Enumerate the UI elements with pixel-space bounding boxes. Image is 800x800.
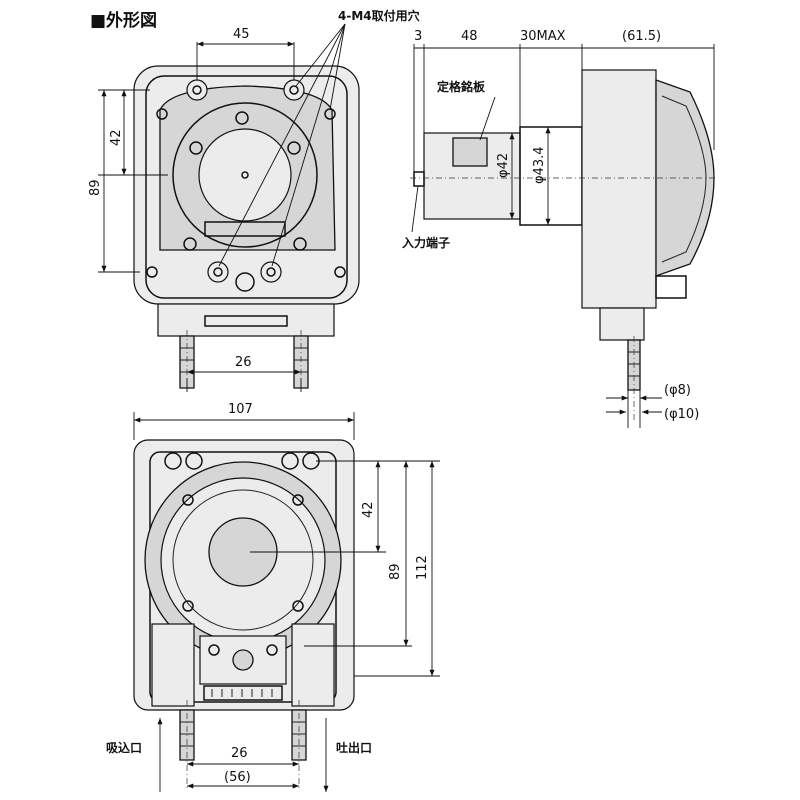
side-view	[410, 69, 716, 420]
dim-port-spacing-back: 26	[231, 746, 248, 761]
back-view-dimensions: 107 42 89 112 26 (56) 吸込口 吐出口	[106, 402, 440, 792]
dim-height-89-back: 89	[388, 563, 403, 580]
dim-height-112: 112	[415, 555, 430, 580]
front-view-dimensions: 45 89 42 26 4-M4取付用穴	[88, 8, 420, 392]
dim-side-3: 3	[414, 29, 422, 44]
dim-top-hole-spacing: 45	[233, 27, 250, 42]
dim-dia-42: φ42	[496, 153, 511, 178]
label-rating-plate: 定格銘板	[437, 79, 486, 94]
front-view	[133, 65, 360, 392]
drawing-title: ■外形図	[90, 10, 157, 31]
dim-height-89-front: 89	[88, 179, 103, 196]
label-mount-holes: 4-M4取付用穴	[338, 8, 420, 23]
dim-tube-dia-10: (φ10)	[664, 407, 699, 422]
label-input-terminal: 入力端子	[402, 235, 450, 250]
dim-side-48: 48	[461, 29, 478, 44]
dim-port-outer-56: (56)	[224, 770, 251, 785]
dim-dia-43-4: φ43.4	[532, 146, 547, 184]
dim-side-30max: 30MAX	[520, 29, 566, 44]
dim-side-61-5: (61.5)	[622, 29, 661, 44]
dim-width-107: 107	[228, 402, 253, 417]
back-view	[133, 439, 355, 790]
dim-height-42-back: 42	[361, 501, 376, 518]
label-discharge-port: 吐出口	[336, 740, 372, 755]
label-suction-port: 吸込口	[106, 740, 142, 755]
dim-tube-dia-8: (φ8)	[664, 383, 691, 398]
dim-port-spacing-front: 26	[235, 355, 252, 370]
dim-height-42-front: 42	[109, 129, 124, 146]
side-view-dimensions: 3 48 30MAX (61.5) 定格銘板 φ42 φ43.4 入力端子 (φ…	[402, 29, 715, 428]
